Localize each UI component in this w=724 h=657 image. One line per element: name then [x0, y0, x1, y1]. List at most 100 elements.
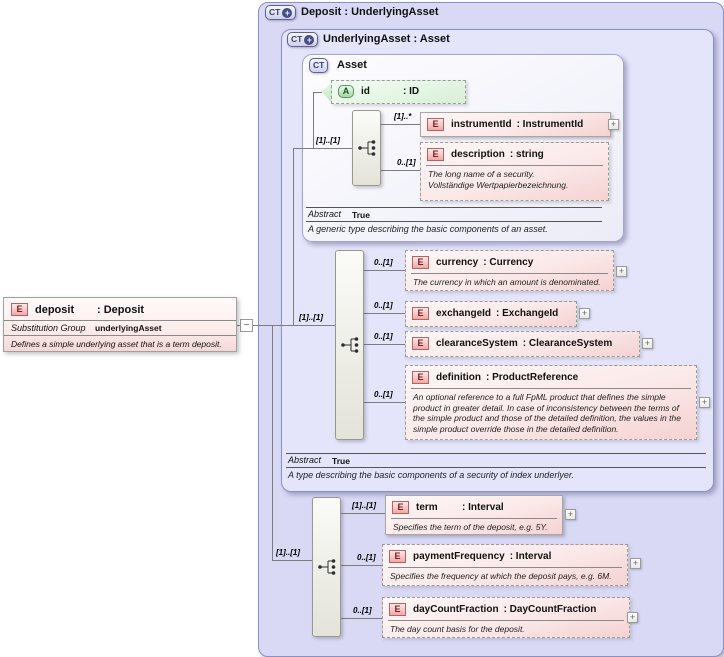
connector-line: [313, 92, 322, 93]
cardinality-label: [1]..[1]: [352, 501, 376, 510]
connector-line: [253, 325, 335, 326]
abstract-value: True: [352, 210, 370, 220]
element-clearanceSystem[interactable]: E clearanceSystem : ClearanceSystem: [405, 331, 640, 357]
asset-type-title: Asset: [337, 59, 367, 71]
complex-type-icon: CT: [309, 58, 329, 73]
cardinality-label: [1]..[1]: [316, 136, 340, 145]
element-paymentFrequency[interactable]: E paymentFrequency : Interval Specifies …: [382, 544, 628, 586]
connector-line: [237, 325, 240, 326]
daycountfraction-expand-button[interactable]: +: [627, 612, 638, 623]
clearancesystem-expand-button[interactable]: +: [642, 338, 653, 349]
element-doc: Defines a simple underlying asset that i…: [11, 339, 222, 349]
complex-type-icon: CT +: [287, 32, 319, 47]
instrumentid-expand-button[interactable]: +: [608, 119, 619, 130]
divider: [388, 620, 624, 621]
element-doc: The day count basis for the deposit.: [390, 624, 525, 634]
element-name: term: [416, 502, 438, 513]
connector-line: [364, 402, 405, 403]
element-doc: The long name of a security. Vollständig…: [428, 169, 569, 190]
definition-expand-button[interactable]: +: [699, 397, 710, 408]
sequence-compositor[interactable]: [335, 250, 364, 440]
currency-expand-button[interactable]: +: [616, 266, 627, 277]
derived-plus-icon: +: [304, 34, 315, 45]
element-name: paymentFrequency: [413, 551, 505, 562]
element-icon: E: [427, 118, 444, 131]
attribute-id[interactable]: A id : ID: [331, 80, 466, 104]
element-instrumentId[interactable]: E instrumentId : InstrumentId: [420, 112, 611, 137]
element-icon: E: [412, 371, 429, 384]
cardinality-label: [1]..*: [394, 112, 412, 121]
element-type: : InstrumentId: [516, 119, 584, 130]
asset-type-doc: A generic type describing the basic comp…: [308, 224, 548, 234]
element-name: dayCountFraction: [413, 604, 499, 615]
element-icon: E: [427, 148, 444, 161]
element-type: : ProductReference: [486, 372, 579, 383]
cardinality-label: 0..[1]: [374, 390, 393, 399]
element-doc: An optional reference to a full FpML pro…: [413, 392, 681, 434]
cardinality-label: 0..[1]: [353, 606, 372, 615]
element-doc: Specifies the term of the deposit, e.g. …: [393, 522, 548, 532]
term-expand-button[interactable]: +: [565, 509, 576, 520]
connector-line: [272, 560, 312, 561]
element-type: : ClearanceSystem: [522, 338, 613, 349]
element-definition[interactable]: E definition : ProductReference An optio…: [405, 365, 697, 440]
divider: [4, 335, 236, 336]
divider: [306, 221, 602, 222]
divider: [411, 388, 691, 389]
element-description[interactable]: E description : string The long name of …: [420, 142, 609, 201]
divider: [388, 567, 622, 568]
connector-line: [364, 270, 405, 271]
element-icon: E: [412, 256, 429, 269]
collapse-button[interactable]: −: [240, 319, 253, 332]
connector-line: [381, 124, 420, 125]
cardinality-label: [1]..[1]: [276, 548, 300, 557]
element-term[interactable]: E term : Interval Specifies the term of …: [385, 495, 563, 535]
sequence-compositor[interactable]: [312, 497, 341, 637]
cardinality-label: 0..[1]: [357, 553, 376, 562]
element-name: currency: [436, 257, 479, 268]
element-icon: E: [389, 603, 406, 616]
element-dayCountFraction[interactable]: E dayCountFraction : DayCountFraction Th…: [382, 597, 630, 638]
element-icon: E: [392, 501, 409, 514]
derived-plus-icon: +: [282, 7, 293, 18]
exchangeid-expand-button[interactable]: +: [579, 308, 590, 319]
divider: [411, 273, 608, 274]
global-element-deposit[interactable]: E deposit : Deposit Substitution Group u…: [3, 297, 237, 352]
element-type: : Deposit: [97, 303, 145, 316]
complex-type-icon: CT +: [265, 5, 297, 20]
divider: [4, 320, 236, 321]
divider: [306, 207, 602, 208]
element-icon: E: [11, 303, 28, 316]
sequence-icon: [340, 337, 358, 353]
element-name: instrumentId: [451, 119, 512, 130]
sequence-compositor[interactable]: [352, 110, 381, 186]
element-icon: E: [389, 550, 406, 563]
cardinality-label: [1]..[1]: [299, 313, 323, 322]
element-doc: The currency in which an amount is denom…: [413, 277, 601, 287]
abstract-label: Abstract: [308, 209, 342, 219]
attribute-icon: A: [338, 85, 354, 98]
element-icon: E: [412, 307, 429, 320]
element-currency[interactable]: E currency : Currency The currency in wh…: [405, 250, 614, 291]
connector-line: [313, 92, 314, 148]
paymentfrequency-expand-button[interactable]: +: [630, 558, 641, 569]
connector-line: [341, 565, 382, 566]
abstract-label: Abstract: [288, 455, 322, 465]
element-type: : ExchangeId: [496, 308, 559, 319]
deposit-type-title: Deposit : UnderlyingAsset: [301, 6, 439, 18]
element-type: : Interval: [509, 551, 552, 562]
attribute-name: id: [361, 86, 370, 97]
element-exchangeId[interactable]: E exchangeId : ExchangeId: [405, 301, 577, 327]
divider: [286, 453, 706, 454]
element-type: : DayCountFraction: [503, 604, 597, 615]
sequence-icon: [317, 559, 335, 575]
element-icon: E: [412, 337, 429, 350]
sequence-icon: [357, 140, 375, 156]
cardinality-label: 0..[1]: [374, 332, 393, 341]
attribute-type: : ID: [403, 86, 420, 97]
cardinality-label: 0..[1]: [374, 258, 393, 267]
element-name: exchangeId: [436, 308, 492, 319]
connector-line: [364, 313, 405, 314]
element-type: : Currency: [483, 257, 534, 268]
